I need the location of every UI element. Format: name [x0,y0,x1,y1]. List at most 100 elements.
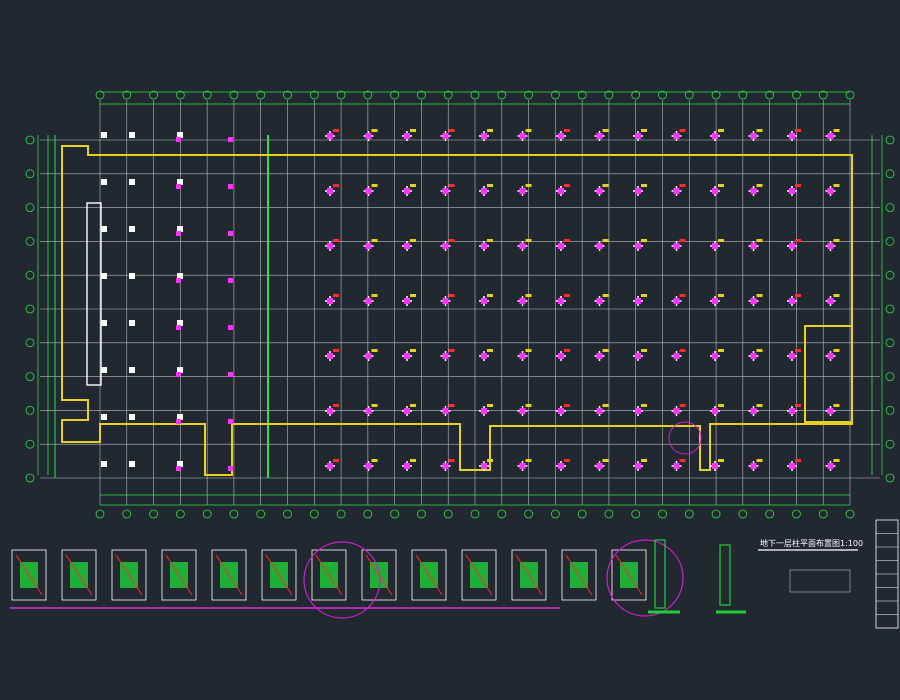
column-pier [101,414,107,420]
column-marker [519,298,526,304]
column-marker [404,463,410,469]
axis-bubble-left [25,270,35,280]
column-marker [750,463,757,469]
column-tag [602,129,609,132]
column-tag [371,184,378,187]
axis-bubble-bottom [336,509,346,519]
column-pier [177,414,183,420]
axis-bubble-top [524,90,533,100]
axis-bubble-top [309,90,319,100]
column-tag [833,294,840,297]
column-marker [750,408,757,414]
plan-title: 地下一层柱平面布置图 [760,538,840,548]
column-marker [481,353,487,359]
axis-bubble-bottom [738,509,748,519]
column-tag [679,404,686,407]
column-marker [673,408,680,414]
column-pier [101,320,107,326]
axis-bubble-top [577,90,587,100]
column-pier-magenta [176,137,181,142]
axis-bubble-bottom [202,509,212,519]
column-pier [129,132,135,138]
column-pier [129,414,135,420]
column-tag [564,404,570,407]
column-marker [596,243,603,249]
column-marker [558,243,564,249]
column-pier [129,226,135,232]
axis-bubble-bottom [470,509,480,519]
detail-callout-circle [668,421,702,455]
column-marker [365,133,372,139]
column-tag [371,349,378,352]
axis-bubble-top [122,90,132,100]
column-marker [481,408,487,414]
axis-bubble-top [202,90,212,100]
column-tag [795,459,801,462]
column-marker [789,353,795,359]
axis-bubble-top [256,90,266,100]
axis-bubble-top [497,90,507,100]
column-tag [333,184,339,187]
column-marker [365,353,372,359]
axis-bubble-left [25,169,35,179]
column-tag [602,239,609,242]
column-pier [129,320,135,326]
column-tag [718,129,724,132]
column-tag [410,184,416,187]
axis-bubble-bottom [524,509,533,519]
column-tag [795,349,801,352]
column-pier [177,461,183,467]
column-marker [827,298,834,304]
column-pier [101,132,107,138]
column-tag [602,459,609,462]
axis-bubble-left [25,304,35,314]
column-marker [442,463,449,469]
axis-bubble-bottom [684,509,694,519]
axis-bubble-right [885,439,895,449]
axis-bubble-right [885,169,895,179]
detail-section-box [411,549,447,601]
column-tag [641,184,647,187]
column-tag [371,294,378,297]
detail-section-box [511,549,547,601]
detail-rebar-line [265,554,293,596]
axis-bubble-top [363,90,373,100]
detail-rebar-line [165,554,193,596]
column-tag [756,239,763,242]
axis-bubble-left [25,135,35,145]
column-pier-magenta [228,278,233,283]
column-pier-magenta [228,231,233,236]
column-tag [833,239,840,242]
column-pier-magenta [228,372,233,377]
axis-bubble-right [885,270,895,280]
column-pier [129,461,135,467]
column-pier [101,226,107,232]
axis-bubble-top [390,90,400,100]
column-marker [673,188,680,194]
column-marker [365,463,372,469]
axis-bubble-bottom [417,509,426,519]
axis-bubble-left [25,338,35,348]
column-tag [679,459,686,462]
axis-bubble-bottom [845,509,855,519]
column-marker [558,353,564,359]
column-tag [487,294,493,297]
column-pier-magenta [176,325,181,330]
column-marker [442,133,449,139]
column-tag [795,404,801,407]
column-tag [602,404,609,407]
detail-section-box [261,549,297,601]
column-marker [442,188,449,194]
column-tag [448,349,455,352]
column-tag [756,459,763,462]
detail-section-box [211,549,247,601]
column-marker [789,133,795,139]
column-marker [404,133,410,139]
column-tag [795,294,801,297]
axis-bubble-bottom [443,509,453,519]
axis-bubble-bottom [658,509,667,519]
legend-panel-layer [875,519,899,629]
column-tag [679,184,686,187]
axis-bubble-right [885,372,895,382]
